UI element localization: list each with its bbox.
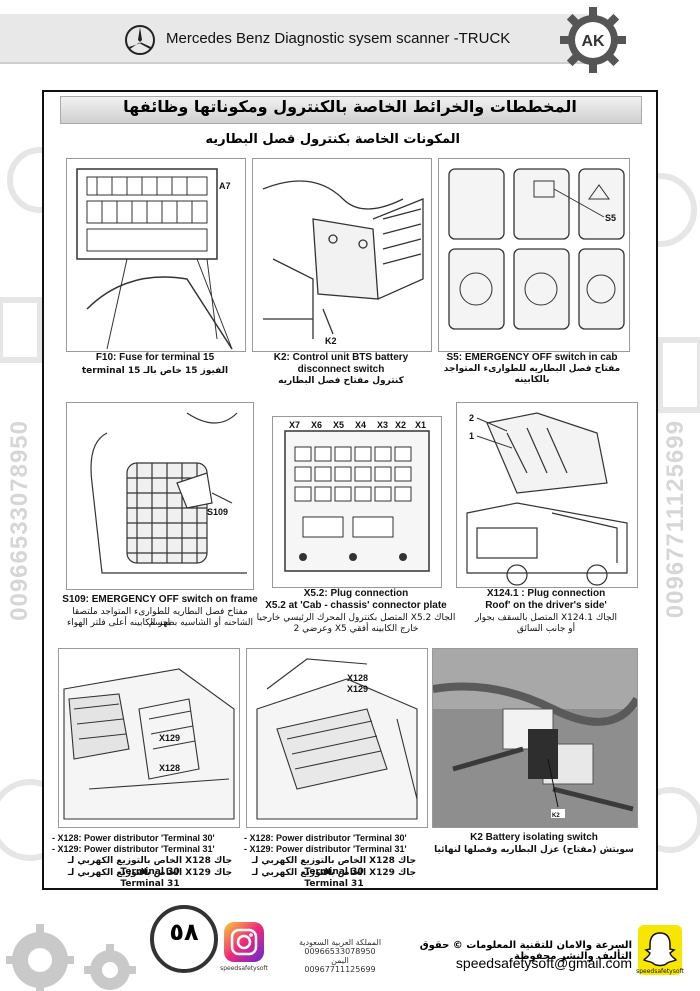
x52-connector-plate-illustration: X7 X6 X5 X4 X3 X2 X1: [284, 420, 430, 572]
label-pin-2: 2: [469, 413, 474, 423]
caption-x128-left-en: - X128: Power distributor 'Terminal 30': [52, 833, 215, 843]
page-number-badge: [150, 905, 218, 973]
label-s109: S109: [207, 507, 228, 517]
s5-switch-panel-illustration: S5: [448, 168, 625, 330]
label-x7: X7: [289, 420, 300, 430]
s109-air-filter-illustration: S109: [90, 412, 247, 574]
panel-x52-connector: X7 X6 X5 X4 X3 X2 X1: [272, 416, 442, 588]
contact-line-1: المملكة العربية السعودية: [298, 938, 382, 947]
instagram-label: speedsafetysoft: [220, 965, 268, 972]
main-title: المخططات والخرائط الخاصة بالكنترول ومكون…: [123, 97, 577, 116]
caption-k2-battery-en: K2 Battery isolating switch: [470, 832, 598, 843]
sub-title: المكونات الخاصة بكنترول فصل البطاريه: [205, 132, 460, 147]
snapchat-icon[interactable]: [638, 925, 682, 975]
label-x4: X4: [355, 420, 366, 430]
label-x6: X6: [311, 420, 322, 430]
caption-s5-ar: مفتاح فصل البطاريه للطوارىء المتواجد بال…: [443, 364, 621, 385]
power-distributor-left-illustration: X129 X128: [63, 668, 235, 820]
panel-s5-switch: S5: [438, 158, 630, 352]
label-s5: S5: [605, 213, 616, 223]
caption-x128-left-ar: جاك X128 الخاص بالتوزيع الكهربي لـ Termi…: [67, 856, 233, 877]
label-x5: X5: [333, 420, 344, 430]
contact-line-2: 00966533078950: [304, 947, 376, 956]
label-x3: X3: [377, 420, 388, 430]
caption-k2-ar: كنترول مفتاح فصل البطاريه: [278, 376, 404, 386]
label-k2-photo: K2: [552, 813, 560, 819]
panel-x1241-connector: 2 1: [456, 402, 638, 588]
label-k2: K2: [325, 336, 337, 346]
label-a7: A7: [219, 181, 231, 191]
contact-line-4: 00967711125699: [304, 965, 376, 974]
caption-x52-en-2: X5.2 at 'Cab - chassis' connector plate: [265, 600, 447, 611]
panel-fuse-diagram: A7: [66, 158, 246, 352]
label-x128-right: X128: [347, 673, 368, 683]
panel-x128-x129-right: X128 X129: [246, 648, 428, 828]
caption-k2-en-2: disconnect switch: [297, 364, 385, 375]
caption-x52-en-1: X5.2: Plug connection: [303, 588, 409, 599]
label-pin-1: 1: [469, 431, 474, 441]
caption-s109-ar-2: الشاحنه أو الشاسيه بظهر الكابينه أعلى فل…: [67, 618, 253, 628]
caption-k2-battery-ar: سويتش (مفتاح) عزل البطاريه وفصلها لنهائي…: [434, 845, 634, 855]
snapchat-label: speedsafetysoft: [636, 968, 684, 975]
email-link[interactable]: speedsafetysoft@gmail.com: [455, 955, 632, 971]
caption-x129-right-ar: جاك X129 الخاص بالتوزيع الكهربي لـ Termi…: [251, 868, 417, 889]
caption-x129-left-ar: جاك X129 الخاص بالتوزيع الكهربي لـ Termi…: [67, 868, 233, 889]
label-x1: X1: [415, 420, 426, 430]
label-x129-left: X129: [159, 733, 180, 743]
k2-control-unit-illustration: K2: [262, 180, 424, 346]
x1241-truck-roof-illustration: 2 1: [466, 412, 628, 586]
panel-k2-battery-photo: K2: [432, 648, 638, 828]
caption-x52-ar-1: الجاك X5.2 المتصل بكنترول المحرك الرئيسي…: [256, 613, 456, 623]
panel-s109-switch: S109: [66, 402, 254, 590]
caption-x129-left-en: - X129: Power distributor 'Terminal 31': [52, 844, 215, 854]
copyright-text: السرعة والامان للتقنية المعلومات © حقوق …: [419, 940, 632, 962]
label-x2: X2: [395, 420, 406, 430]
caption-x52-ar-2: خارج الكابينه أفقي X5 وعرضي 2: [293, 624, 419, 634]
badge-text: AK: [581, 33, 605, 50]
instagram-icon[interactable]: [224, 922, 264, 962]
fuse-box-illustration: A7: [76, 168, 233, 350]
panel-k2-control-unit: K2: [252, 158, 432, 352]
caption-f10-ar: الفيوز 15 خاص بالـ terminal 15: [81, 366, 229, 376]
power-distributor-right-illustration: X128 X129: [256, 658, 418, 820]
caption-x1241-en-1: X124.1 : Plug connection: [486, 588, 606, 599]
mercedes-star-logo-icon: [125, 25, 155, 55]
caption-x128-right-ar: جاك X128 الخاص بالتوزيع الكهربي لـ Termi…: [251, 856, 417, 877]
page-number: ٥٨: [169, 918, 199, 946]
caption-x1241-ar-2: أو جانب السائق: [516, 624, 576, 634]
footer-gears-icon: [6, 924, 136, 991]
caption-s109-en: S109: EMERGENCY OFF switch on frame: [62, 594, 258, 605]
caption-s109-ar-1: مفتاح فصل البطاريه للطوارىء المتواجد ملت…: [72, 607, 248, 628]
label-x129-right: X129: [347, 684, 368, 694]
gear-badge-logo-icon: AK: [560, 7, 626, 73]
caption-x1241-ar-1: الجاك X124.1 المتصل بالسقف بجوار: [474, 613, 618, 623]
k2-battery-isolating-switch-photo: K2: [433, 649, 637, 827]
contact-numbers: المملكة العربية السعودية 00966533078950 …: [290, 938, 390, 974]
main-title-bar: [60, 96, 642, 124]
caption-x128-right-en: - X128: Power distributor 'Terminal 30': [244, 833, 407, 843]
background-gears: [0, 147, 700, 861]
caption-x1241-en-2: Roof' on the driver's side': [485, 600, 607, 611]
caption-x129-right-en: - X129: Power distributor 'Terminal 31': [244, 844, 407, 854]
panel-x128-x129-left: X129 X128: [58, 648, 240, 828]
header-bar: [0, 14, 610, 64]
contact-line-3: اليمن: [331, 956, 349, 965]
header-title: Mercedes Benz Diagnostic sysem scanner -…: [166, 30, 511, 47]
caption-s5-en: S5: EMERGENCY OFF switch in cab: [446, 352, 618, 363]
label-x128-left: X128: [159, 763, 180, 773]
caption-f10-en-1: F10: Fuse for terminal 15: [95, 352, 215, 363]
caption-k2-en-1: K2: Control unit BTS battery: [273, 352, 409, 363]
